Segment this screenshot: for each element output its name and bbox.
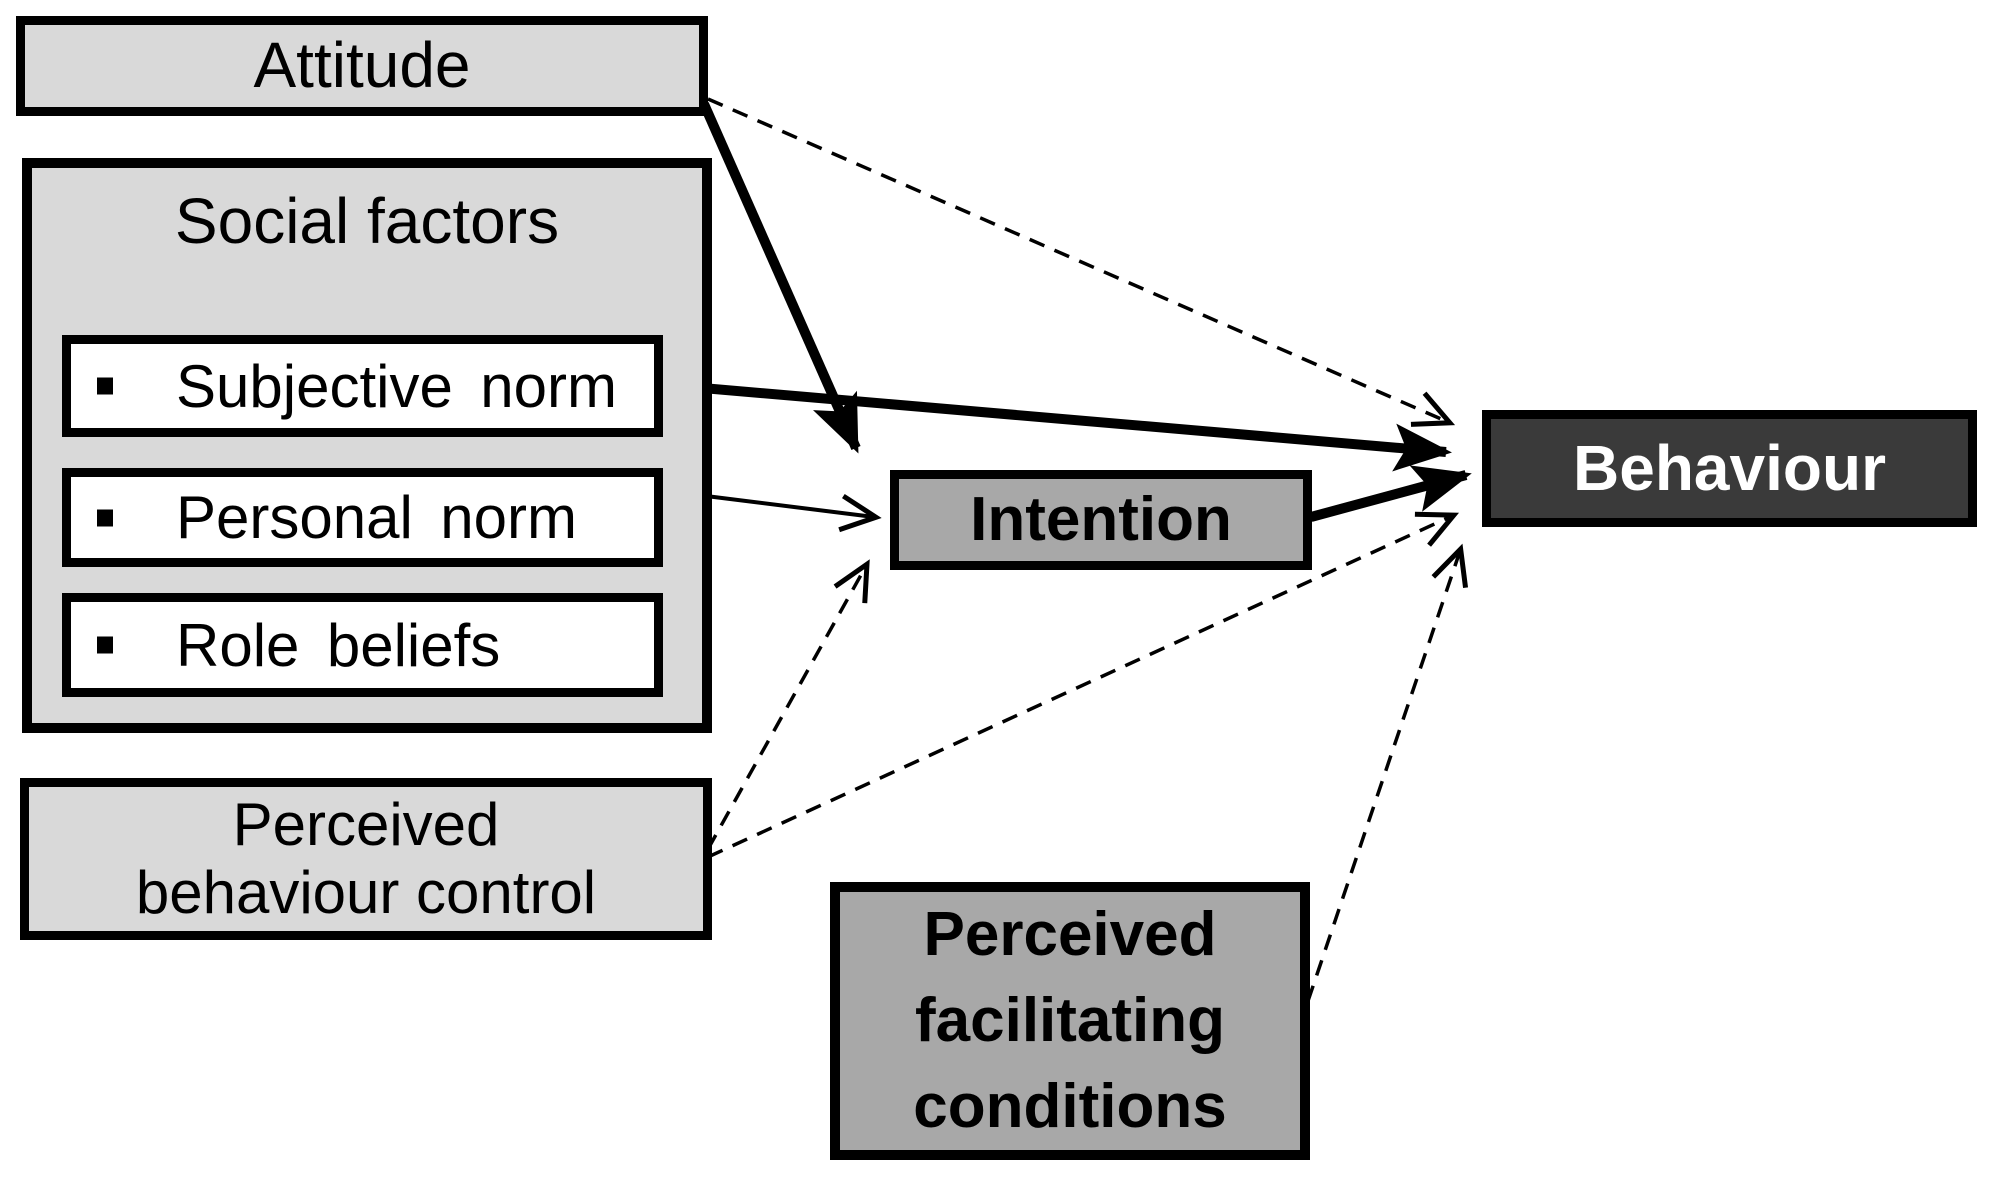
square-bullet-icon — [97, 509, 113, 526]
attitude-label: Attitude — [253, 29, 471, 102]
behaviour-label: Behaviour — [1573, 431, 1886, 504]
edge-pbc-intention — [706, 559, 870, 850]
pfc-label-line3: conditions — [913, 1072, 1227, 1141]
square-bullet-icon — [97, 636, 113, 654]
pbc-label-line1: Perceived — [232, 791, 500, 858]
edge-attitude-intention — [699, 101, 861, 454]
node-intention: Intention — [890, 470, 1312, 570]
node-perceived-behaviour-control: Perceived behaviour control — [20, 778, 712, 940]
node-perceived-facilitating-conditions: Perceived facilitating conditions — [830, 882, 1310, 1160]
social-factors-title: Social factors — [174, 185, 560, 257]
edge-subjective-norm-behaviour — [655, 379, 1452, 472]
edge-personal-norm-intention — [705, 493, 882, 533]
pbc-label-line2: behaviour control — [135, 859, 597, 926]
node-role-beliefs: Role beliefs — [62, 593, 663, 697]
pfc-label-line2: facilitating — [914, 986, 1226, 1055]
personal-norm-label: Personal norm — [176, 484, 577, 551]
square-bullet-icon — [97, 377, 113, 395]
intention-label: Intention — [970, 485, 1232, 555]
edge-pbc-behaviour — [707, 511, 1460, 859]
node-personal-norm: Personal norm — [62, 468, 663, 567]
node-behaviour: Behaviour — [1482, 410, 1977, 527]
subjective-norm-label: Subjective norm — [176, 352, 617, 420]
node-subjective-norm: Subjective norm — [62, 335, 663, 437]
node-attitude: Attitude — [16, 16, 708, 116]
role-beliefs-label: Role beliefs — [176, 611, 501, 679]
pfc-label-line1: Perceived — [923, 900, 1217, 969]
edge-intention-behaviour — [1309, 465, 1472, 522]
edge-pfc-behaviour — [1306, 543, 1469, 1002]
